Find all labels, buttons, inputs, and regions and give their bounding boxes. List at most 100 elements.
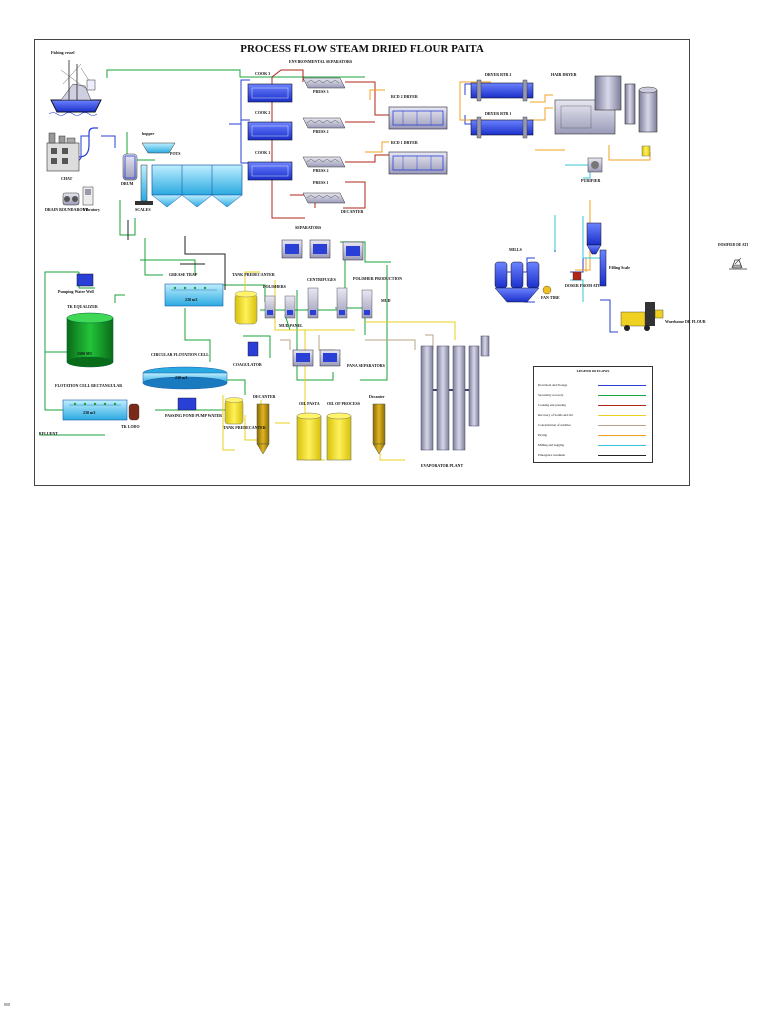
hopper-icon — [141, 142, 176, 154]
drum-icon — [122, 153, 138, 181]
label-circular-flotation-cell: CIRCULAR FLOTATION CELL — [151, 352, 209, 357]
label-flotation-cell-rectangular: FLOTATION CELL RECTANGULAR — [55, 383, 123, 388]
decanter-bottom-icon — [256, 403, 270, 455]
label-press-3: PRESS 3 — [313, 89, 329, 94]
tank-predecanter-icon — [234, 290, 258, 325]
legend-label: Recovery of Solids and Oil — [538, 413, 573, 417]
label-purifier: PURIFIER — [581, 178, 601, 183]
cook-1-icon — [247, 161, 293, 181]
legend-line-blue — [598, 385, 646, 386]
centrifuges-icon — [264, 287, 373, 319]
fishing-vessel-icon — [48, 60, 102, 116]
dryer-rtr-2-icon — [470, 79, 534, 102]
evaporator-plant-icon — [420, 335, 490, 451]
circular-flotation-cell-icon — [142, 366, 228, 411]
label-effluent: EFLUENT — [39, 431, 58, 436]
label-oil-process: OIL OF PROCESS — [327, 401, 360, 406]
coagulator-icon — [247, 341, 259, 357]
legend-box: LEGEND OF FLOWS Download and Storage Sec… — [533, 366, 653, 463]
label-press-2: PRESS 2 — [313, 129, 329, 134]
label-dryer-rtr-1: DRYER RTR 1 — [485, 111, 512, 116]
label-tank-predecanter: TANK PREDECANTER — [232, 272, 275, 277]
label-hair-dryer: HAIR DRYER — [551, 72, 577, 77]
label-environmental-separators: ENVIRONMENTAL SEPARATORS — [289, 59, 353, 64]
label-pumping-water-well: Pumping Water Well — [58, 289, 94, 294]
label-rect-cell-volume: 230 m3 — [83, 410, 96, 415]
label-vibratory: Vibratory — [83, 207, 100, 212]
cook-2-icon — [247, 121, 293, 141]
legend-line-green — [598, 395, 646, 396]
label-polishers: POLISHERS — [263, 284, 286, 289]
legend-line-tan — [598, 425, 646, 426]
label-drain: DRAIN BOUNDAROUT — [45, 207, 89, 212]
label-fan-tire: FAN TIRE — [541, 295, 560, 300]
legend-label: Drying — [538, 433, 548, 437]
cook-3-icon — [247, 83, 293, 103]
label-circular-cell-volume: 230 m3 — [175, 375, 188, 380]
label-cook-2: COOK 2 — [255, 110, 271, 115]
mills-icon — [494, 261, 540, 303]
label-hopper: hopper — [142, 131, 155, 136]
oil-pasta-tank-icon — [296, 412, 322, 461]
grease-trap-bubbles-icon — [73, 286, 207, 406]
label-mud-panel: MUD PANEL — [279, 323, 303, 328]
separators-icon — [281, 239, 364, 261]
label-tk-equalizer: TK EQUALIZER — [67, 304, 98, 309]
legend-label: Cooking and pressing — [538, 403, 566, 407]
label-dosified-de-ati: DOSIFIED DE ATI — [718, 243, 749, 247]
label-polisher-production: POLISHER PRODUCTION — [353, 276, 403, 281]
process-flow-svg — [39, 60, 664, 461]
legend-label: Milling and bagging — [538, 443, 565, 447]
legend-label: Download and Storage — [538, 383, 568, 387]
decanter-right-icon — [372, 403, 386, 455]
tk-lodo-icon — [128, 403, 140, 421]
fan-tire-icon — [542, 285, 552, 295]
legend-line-orange — [598, 435, 646, 436]
label-decanter-bottom: DECANTER — [253, 394, 276, 399]
label-mills: MILLS — [509, 247, 522, 252]
label-doser-from-ati: DOSER FROM ATI — [565, 283, 600, 288]
label-drum: DRUM — [121, 181, 134, 186]
label-grease-trap: GREASE TRAP — [169, 272, 198, 277]
label-filling-scale: Filling Scale — [609, 265, 630, 270]
purifier-icon — [587, 157, 603, 173]
label-pots: POTS — [170, 151, 181, 156]
label-pana-separators: PANA SEPARATORS — [347, 363, 385, 368]
doser-from-ati-icon — [572, 271, 582, 281]
label-equalizer-volume: 1500 M3 — [77, 351, 92, 356]
label-scales: SCALES — [135, 207, 151, 212]
tk-equalizer-icon — [66, 312, 114, 368]
label-tk-lodo: TK LODO — [121, 424, 140, 429]
chat-station-icon — [46, 127, 98, 172]
label-press-1: PRESS 1 — [313, 180, 329, 185]
label-separators: SEPARATORS — [295, 225, 322, 230]
legend-label: Secondary recovery — [538, 393, 564, 397]
legend-label: Concentration of solubles — [538, 423, 571, 427]
grease-trap-icon — [164, 283, 224, 307]
page-mark: 808 — [4, 1002, 10, 1007]
label-press-2b: PRESS 2 — [313, 168, 329, 173]
label-evaporator-plant: EVAPORATOR PLANT — [421, 463, 464, 468]
legend-title: LEGEND OF FLOWS — [576, 369, 610, 373]
pana-separators-icon — [292, 349, 341, 367]
label-chat: CHAT — [61, 176, 73, 181]
oil-process-tank-icon — [326, 412, 352, 461]
label-rcd-1-dryer: RCD 1 DRYER — [391, 140, 418, 145]
label-decanter-right: Decanter — [369, 394, 385, 399]
dosing-pot-icon — [641, 145, 651, 157]
legend-line-red — [598, 405, 646, 406]
legend-line-yellow — [598, 415, 646, 416]
label-fishing-vessel: Fishing vessel — [51, 50, 75, 55]
label-decanter-top: DECANTER — [341, 209, 364, 214]
label-warehouse: Warehouse DE FLOUR — [665, 319, 706, 324]
scales-icon — [135, 164, 153, 205]
diagram-title: PROCESS FLOW STEAM DRIED FLOUR PAITA — [240, 43, 484, 55]
press-2-icon — [302, 117, 346, 129]
hair-dryer-icon — [554, 75, 658, 135]
legend-line-black — [598, 455, 646, 456]
press-3-icon — [302, 77, 346, 89]
label-centrifuges: CENTRIFUGES — [307, 277, 336, 282]
tank-predecanter-2-icon — [224, 397, 244, 425]
pumping-water-well-icon — [76, 273, 94, 287]
label-cook-1: COOK 1 — [255, 150, 271, 155]
